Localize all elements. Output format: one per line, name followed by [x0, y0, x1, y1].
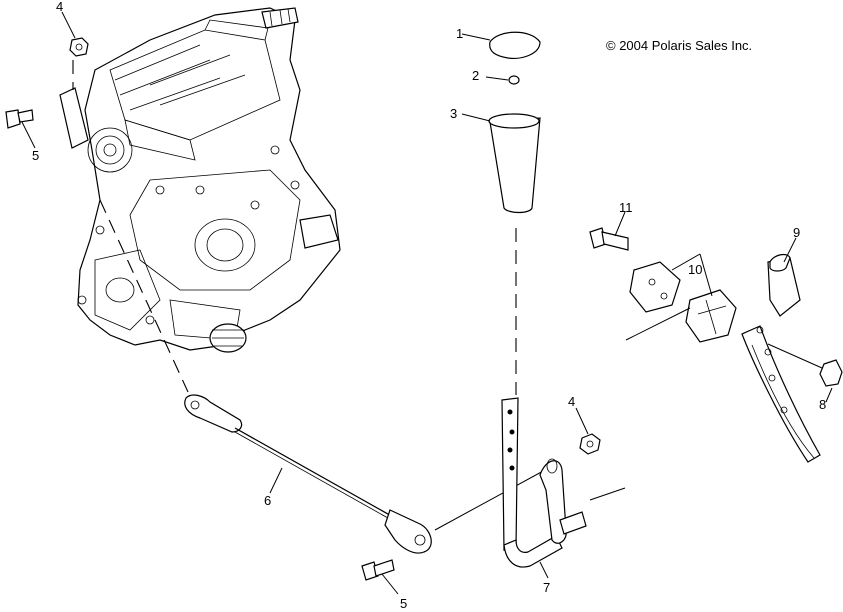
callout-8: 8: [819, 397, 826, 412]
callout-3: 3: [450, 106, 457, 121]
linkage-guide-line: [99, 199, 189, 393]
bolt-part-5-lower: [361, 559, 399, 595]
callout-11: 11: [619, 200, 633, 215]
callout-10: 10: [688, 262, 702, 277]
bolt-part-11: [589, 211, 629, 251]
callout-5-upper: 5: [32, 148, 39, 163]
bolt-part-5-upper: [5, 109, 36, 149]
callout-4-upper: 4: [56, 0, 63, 14]
callout-2: 2: [472, 68, 479, 83]
shift-rod-part-6: [184, 394, 546, 554]
copyright-notice: © 2004 Polaris Sales Inc.: [606, 38, 752, 53]
callout-7: 7: [543, 580, 550, 595]
callout-1: 1: [456, 26, 463, 41]
bracket-assembly: [741, 325, 843, 463]
nut-part-8: [819, 359, 843, 387]
nut-part-4-upper: [61, 11, 89, 90]
callout-4-lower: 4: [568, 394, 575, 409]
callout-5-lower: 5: [400, 596, 407, 611]
shift-lever-part-7: [501, 397, 626, 579]
knob-cap-part-1: [461, 31, 541, 59]
shift-knob-part-3: [461, 113, 541, 395]
bushing-part-10: [625, 253, 737, 343]
nut-part-4-lower: [575, 407, 601, 455]
sleeve-part-9: [767, 237, 801, 317]
screw-part-2: [485, 75, 520, 85]
engine-assembly: [59, 7, 341, 353]
callout-6: 6: [264, 493, 271, 508]
callout-9: 9: [793, 225, 800, 240]
